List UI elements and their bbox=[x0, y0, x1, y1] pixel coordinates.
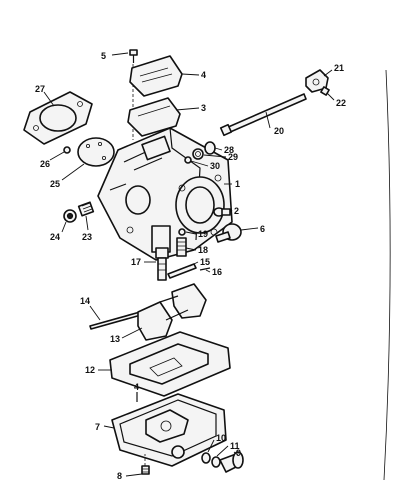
callout-23: 23 bbox=[82, 232, 92, 242]
callout-3: 3 bbox=[201, 103, 206, 113]
part-29-o-ring bbox=[192, 148, 204, 160]
callout-7: 7 bbox=[95, 422, 100, 432]
callout-27: 27 bbox=[35, 84, 45, 94]
part-1-carburetor-body bbox=[97, 127, 233, 261]
part-8-drain-screw bbox=[141, 465, 150, 475]
part-10-o-ring bbox=[201, 452, 211, 464]
part-7-float-bowl bbox=[111, 393, 227, 467]
part-6-lever bbox=[215, 223, 242, 243]
part-11-washer bbox=[211, 456, 221, 468]
callout-10: 10 bbox=[216, 433, 226, 443]
part-20-shaft bbox=[219, 93, 307, 137]
callout-25: 25 bbox=[50, 179, 60, 189]
part-12-gasket bbox=[109, 331, 231, 397]
callout-14: 14 bbox=[80, 296, 90, 306]
callout-28: 28 bbox=[224, 145, 234, 155]
part-13-float bbox=[137, 283, 207, 341]
callout-12: 12 bbox=[85, 365, 95, 375]
part-9-plug bbox=[219, 451, 244, 473]
part-5-screw bbox=[129, 49, 138, 63]
part-25-diaphragm bbox=[77, 137, 115, 167]
page-edge-line bbox=[383, 69, 391, 481]
part-16-pin bbox=[199, 267, 211, 271]
callout-24: 24 bbox=[50, 232, 60, 242]
callout-11: 11 bbox=[230, 441, 240, 451]
part-3-gasket bbox=[127, 97, 181, 137]
callout-8: 8 bbox=[117, 471, 122, 481]
part-30-washer bbox=[184, 156, 192, 164]
callout-17: 17 bbox=[131, 257, 141, 267]
callout-13: 13 bbox=[110, 334, 120, 344]
callout-15: 15 bbox=[200, 257, 210, 267]
callout-5: 5 bbox=[101, 51, 106, 61]
part-4-cover-plate bbox=[129, 55, 183, 97]
callout-29: 29 bbox=[228, 152, 238, 162]
part-23-jet bbox=[77, 201, 95, 217]
callout-26: 26 bbox=[40, 159, 50, 169]
part-27-gasket bbox=[23, 91, 93, 145]
leader-lines bbox=[43, 52, 335, 477]
part-24-plug bbox=[63, 209, 77, 223]
callout-21: 21 bbox=[334, 63, 344, 73]
part-28-nut bbox=[204, 141, 216, 155]
callout-18: 18 bbox=[198, 245, 208, 255]
callout-9: 9 bbox=[236, 448, 241, 458]
callout-4-lower: 4 bbox=[134, 382, 139, 392]
callout-30: 30 bbox=[210, 161, 220, 171]
part-14-rod bbox=[89, 311, 142, 330]
callout-2: 2 bbox=[234, 206, 239, 216]
part-15-pin bbox=[167, 263, 197, 279]
callout-1: 1 bbox=[235, 179, 240, 189]
callout-6: 6 bbox=[260, 224, 265, 234]
callout-20: 20 bbox=[274, 126, 284, 136]
part-26-screw bbox=[63, 146, 71, 154]
callout-19: 19 bbox=[198, 229, 208, 239]
part-17-needle-valve bbox=[155, 247, 169, 281]
part-19-check-ball bbox=[178, 228, 186, 236]
part-2-screw bbox=[213, 207, 231, 217]
callout-labels: 5 4 3 27 26 25 1 2 6 7 8 9 10 11 12 13 1… bbox=[35, 51, 346, 481]
callout-16: 16 bbox=[212, 267, 222, 277]
callout-4: 4 bbox=[201, 70, 206, 80]
callout-22: 22 bbox=[336, 98, 346, 108]
part-18-nozzle bbox=[176, 237, 187, 257]
